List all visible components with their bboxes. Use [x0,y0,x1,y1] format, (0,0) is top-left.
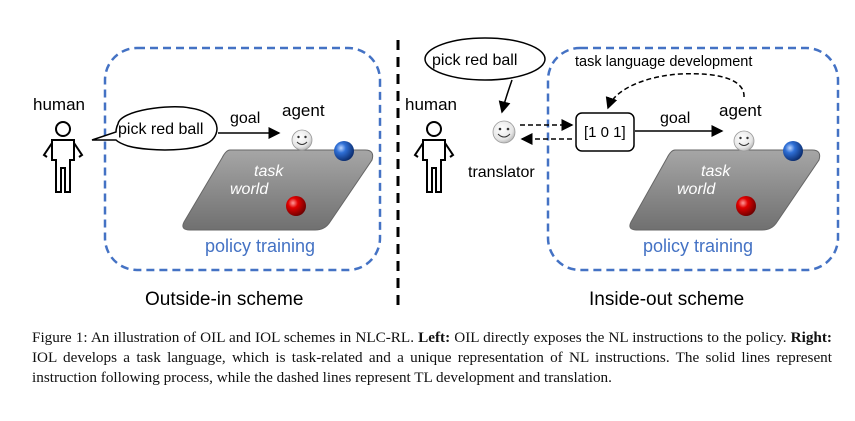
left-policy-training-label: policy training [205,236,315,256]
caption-left-text: OIL directly exposes the NL instructions… [450,329,791,346]
right-policy-box [546,46,840,272]
right-blue-ball [783,141,803,161]
right-speech-text: pick red ball [432,52,517,69]
caption-right-bold: Right: [790,329,832,346]
translator-label: translator [468,164,535,181]
left-policy-box [103,46,382,272]
right-speech-bubble [424,37,546,81]
right-policy-training-label: policy training [643,236,753,256]
task-language-vector-box [575,112,635,152]
diagram: human pick red ball goal task world agen… [33,37,840,310]
right-world-label-2: world [677,181,716,198]
right-red-ball [736,196,756,216]
right-task-world [629,149,821,231]
tl-development-arrow [605,72,745,110]
right-human-label: human [405,95,457,114]
figure-caption: Figure 1: An illustration of OIL and IOL… [32,328,832,388]
right-agent-label: agent [719,101,762,120]
left-world-label-2: world [230,181,269,198]
left-blue-ball [334,141,354,161]
left-agent-label: agent [282,101,325,120]
right-human-icon [413,121,455,193]
right-goal-label: goal [660,110,690,127]
caption-left-bold: Left: [418,329,451,346]
translator-icon [492,120,516,144]
left-task-world [182,149,374,231]
left-human-label: human [33,95,85,114]
caption-prefix: Figure 1: An illustration of OIL and IOL… [32,329,419,346]
left-world-label-1: task [254,163,284,180]
left-scheme-title: Outside-in scheme [145,289,303,310]
left-speech-text: pick red ball [118,121,203,138]
left-red-ball [286,196,306,216]
left-human-icon [42,121,84,193]
task-language-vector: [1 0 1] [584,124,626,141]
right-world-label-1: task [701,163,731,180]
tl-development-label: task language development [575,54,752,70]
speech-to-translator-arrow [498,79,513,114]
left-agent-icon [291,129,313,151]
right-scheme-title: Inside-out scheme [589,289,744,310]
caption-right-text: IOL develops a task language, which is t… [32,349,832,386]
left-goal-label: goal [230,110,260,127]
left-speech-bubble [91,106,218,151]
right-agent-icon [733,130,755,152]
